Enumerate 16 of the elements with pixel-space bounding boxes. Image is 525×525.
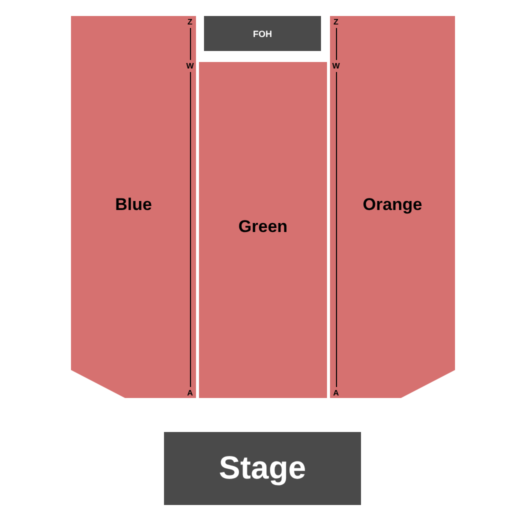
seating-section xyxy=(71,16,196,398)
stage xyxy=(164,432,361,505)
seating-section xyxy=(330,16,455,398)
foh-area xyxy=(204,16,321,51)
section-label: Blue xyxy=(115,195,152,215)
section-label: Stage xyxy=(218,450,306,486)
row-label: Z xyxy=(188,18,192,26)
row-label: W xyxy=(332,62,340,70)
row-label: W xyxy=(186,62,194,70)
section-label: Orange xyxy=(362,195,422,215)
row-label: A xyxy=(187,388,193,398)
seating-section xyxy=(199,62,327,398)
section-label: FOH xyxy=(253,29,272,39)
section-label: Green xyxy=(238,217,288,237)
row-label: A xyxy=(333,388,339,398)
row-label: Z xyxy=(334,18,338,26)
